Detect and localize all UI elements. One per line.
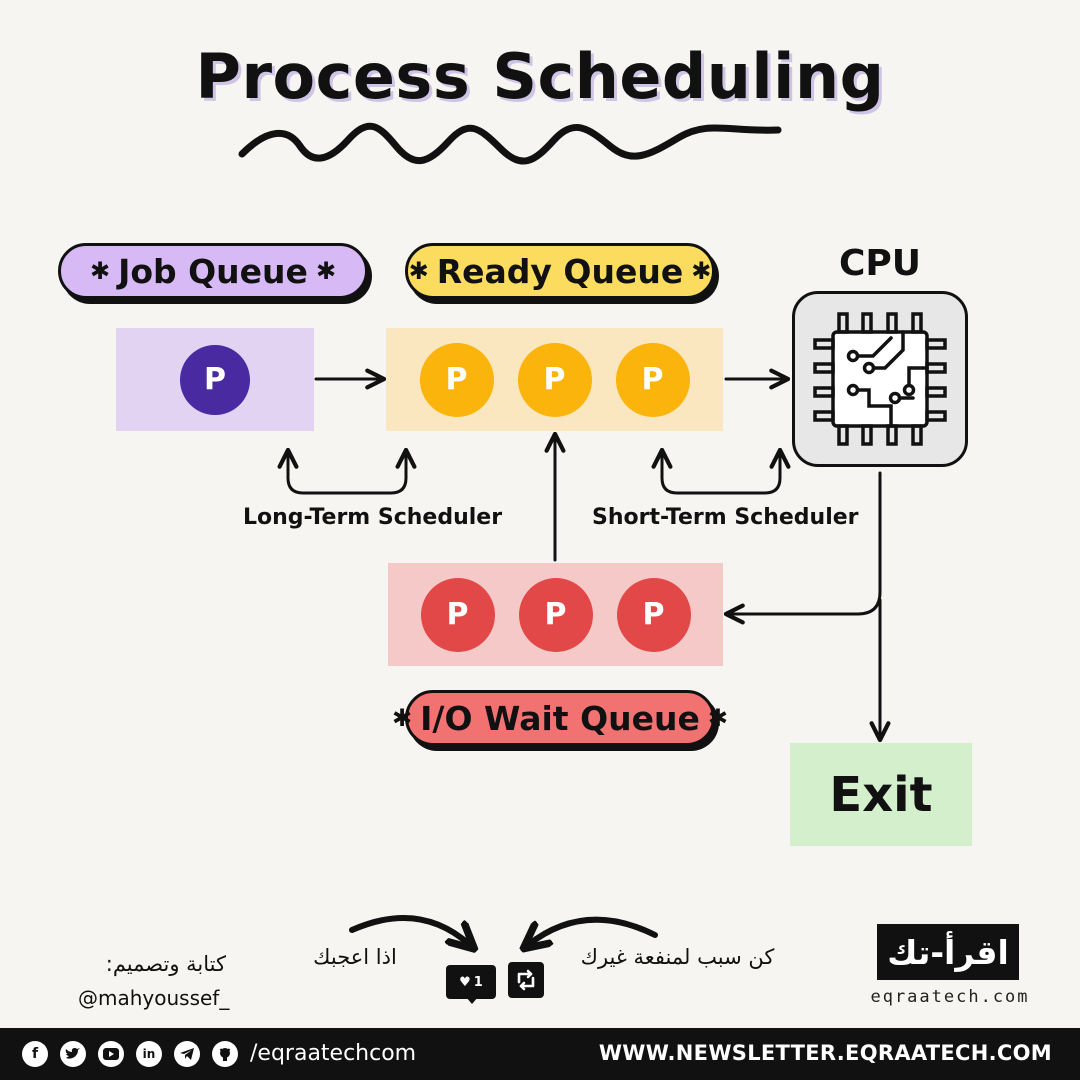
short-term-scheduler-label: Short-Term Scheduler (592, 505, 859, 530)
process-node: P (518, 577, 593, 652)
long-term-scheduler-bracket (277, 447, 417, 495)
process-node: P (517, 342, 592, 417)
cpu-chip-icon (813, 312, 947, 446)
bottom-bar: f in /eqraatechcom WWW.NEWSLETTER.EQRAAT… (0, 1028, 1080, 1080)
io-wait-queue-label: ✱ I/O Wait Queue ✱ (392, 690, 728, 746)
github-icon[interactable] (212, 1041, 238, 1067)
share-prompt: كن سبب لمنفعة غيرك (580, 945, 775, 969)
facebook-icon[interactable]: f (22, 1041, 48, 1067)
job-queue-label-text: Job Queue (118, 251, 308, 291)
telegram-icon[interactable] (174, 1041, 200, 1067)
ready-queue-box: P P P (386, 328, 723, 431)
ready-queue-label: ✱ Ready Queue ✱ (405, 243, 715, 299)
asterisk-icon: ✱ (89, 257, 111, 285)
curved-arrow-right (528, 916, 658, 945)
asterisk-icon: ✱ (408, 257, 429, 285)
cpu-label: CPU (838, 243, 922, 284)
author-handle[interactable]: @mahyoussef_ (78, 986, 230, 1010)
title-underline-squiggle (238, 122, 782, 165)
author-label: كتابة وتصميم: (105, 952, 226, 976)
process-node: P (420, 577, 495, 652)
like-button[interactable]: ♥ 1 (446, 965, 496, 1004)
asterisk-icon: ✱ (392, 704, 413, 732)
process-node: P (615, 342, 690, 417)
job-queue-label: ✱ Job Queue ✱ (58, 243, 368, 299)
io-wait-queue-box: P P P (388, 563, 723, 666)
brand-site[interactable]: eqraatech.com (870, 987, 1030, 1007)
process-node: P (616, 577, 691, 652)
asterisk-icon: ✱ (691, 257, 712, 285)
linkedin-icon[interactable]: in (136, 1041, 162, 1067)
like-count: 1 (473, 974, 483, 990)
long-term-scheduler-label: Long-Term Scheduler (243, 505, 503, 530)
short-term-scheduler-bracket (651, 447, 791, 495)
page-title: Process Scheduling (195, 40, 885, 113)
youtube-icon[interactable] (98, 1041, 124, 1067)
repost-button[interactable] (508, 962, 544, 998)
asterisk-icon: ✱ (707, 704, 728, 732)
process-node: P (419, 342, 494, 417)
process-node: P (180, 344, 250, 415)
newsletter-link[interactable]: WWW.NEWSLETTER.EQRAATECH.COM (598, 1041, 1052, 1065)
repost-icon (517, 969, 535, 991)
cpu-box (792, 291, 968, 467)
heart-icon: ♥ (459, 974, 471, 990)
brand-logo: اقرأ-تك (877, 924, 1019, 980)
asterisk-icon: ✱ (315, 257, 337, 285)
social-handle[interactable]: /eqraatechcom (250, 1041, 417, 1066)
like-prompt: اذا اعجبك (313, 945, 397, 969)
arrow-cpu-to-io (723, 471, 882, 625)
ready-queue-label-text: Ready Queue (436, 251, 684, 291)
exit-box: Exit (790, 743, 972, 846)
io-wait-queue-label-text: I/O Wait Queue (420, 698, 700, 738)
twitter-icon[interactable] (60, 1041, 86, 1067)
curved-arrow-left (349, 915, 470, 945)
job-queue-box: P (116, 328, 314, 431)
